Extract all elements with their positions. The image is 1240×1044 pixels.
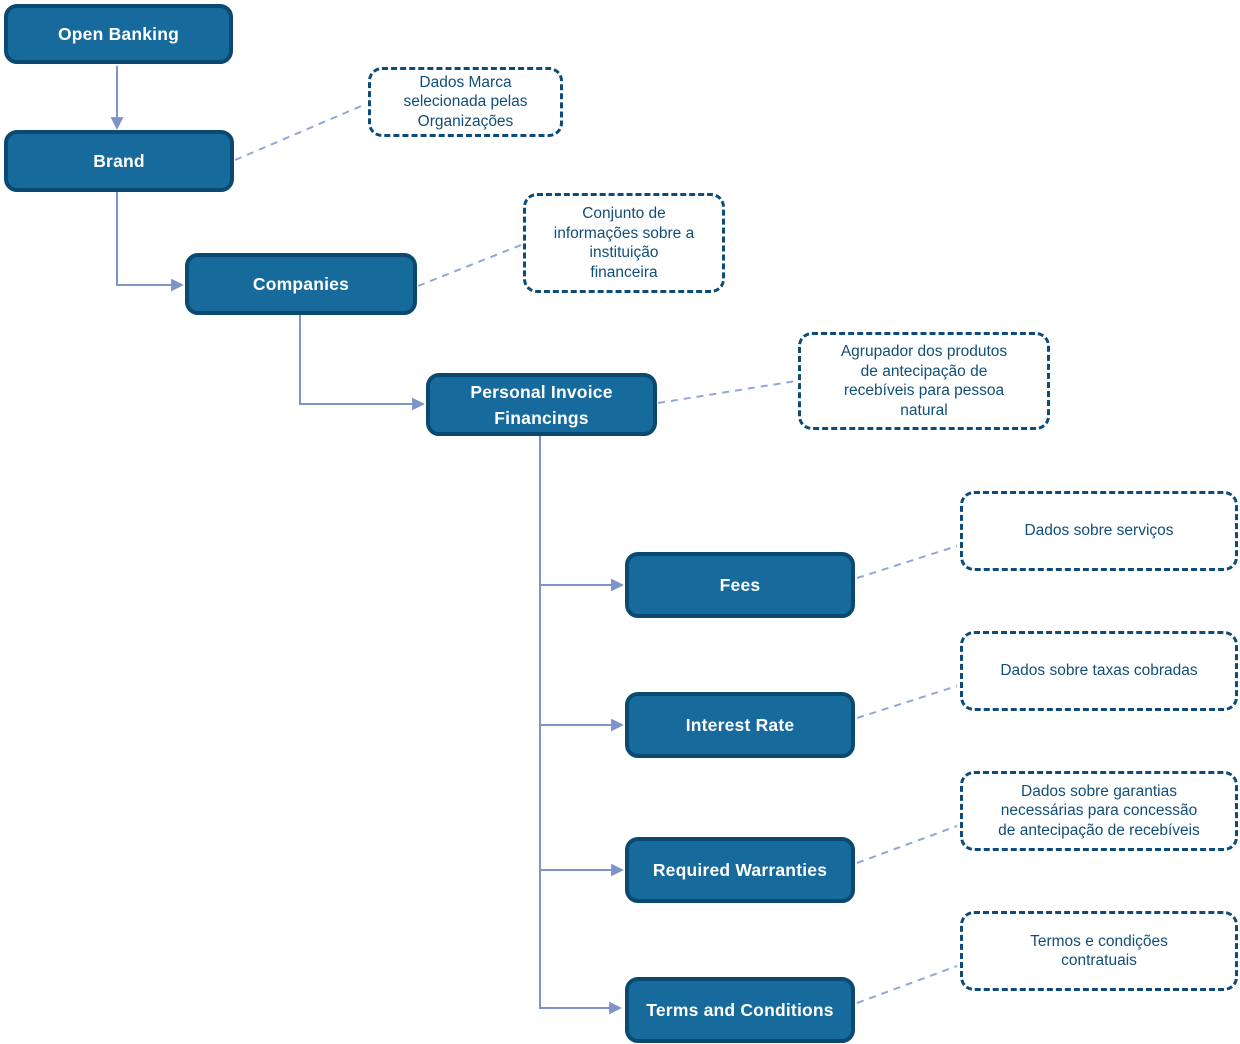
- node-interest-rate-label: Interest Rate: [685, 715, 795, 735]
- connector-trunk-to-terms-and-conditions: [539, 436, 622, 1015]
- dashed-connector-required-warranties-annotation: [856, 825, 958, 864]
- node-open-banking-label: Open Banking: [57, 24, 180, 44]
- annotation-interest-rate: Dados sobre taxas cobradas: [960, 631, 1238, 711]
- annotation-terms-and-conditions: Termos e condições contratuais: [960, 911, 1238, 991]
- node-open-banking: Open Banking: [4, 4, 233, 64]
- annotation-brand: Dados Marca selecionada pelas Organizaçõ…: [368, 67, 563, 137]
- annotation-brand-text: Dados Marca selecionada pelas Organizaçõ…: [403, 73, 528, 130]
- dashed-connector-companies-annotation: [417, 244, 522, 287]
- dashed-connector-brand-annotation: [234, 103, 367, 161]
- dashed-connector-personal-invoice-financings-annotation: [657, 380, 797, 404]
- node-brand-label: Brand: [93, 151, 145, 171]
- annotation-personal-invoice-financings: Agrupador dos produtos de antecipação de…: [798, 332, 1050, 430]
- annotation-interest-rate-text: Dados sobre taxas cobradas: [1000, 662, 1198, 680]
- dashed-connector-fees-annotation: [856, 545, 958, 579]
- node-companies: Companies: [185, 253, 417, 315]
- node-required-warranties-label: Required Warranties: [652, 860, 828, 880]
- node-personal-invoice-financings-label: Personal Invoice Financings: [470, 381, 613, 428]
- node-required-warranties: Required Warranties: [625, 837, 855, 903]
- annotation-required-warranties-text: Dados sobre garantias necessárias para c…: [998, 782, 1200, 839]
- node-terms-and-conditions-label: Terms and Conditions: [646, 1000, 834, 1020]
- node-interest-rate: Interest Rate: [625, 692, 855, 758]
- annotation-required-warranties: Dados sobre garantias necessárias para c…: [960, 771, 1238, 851]
- annotation-companies-text: Conjunto de informações sobre a institui…: [553, 205, 695, 281]
- node-personal-invoice-financings: Personal Invoice Financings: [426, 373, 657, 436]
- connector-brand-to-companies: [116, 192, 184, 292]
- node-companies-label: Companies: [252, 274, 350, 294]
- annotation-fees: Dados sobre serviços: [960, 491, 1238, 571]
- annotation-terms-and-conditions-text: Termos e condições contratuais: [1030, 932, 1168, 970]
- node-fees: Fees: [625, 552, 855, 618]
- annotation-fees-text: Dados sobre serviços: [1024, 522, 1174, 540]
- connector-companies-to-personal-invoice-financings: [299, 315, 425, 411]
- annotation-companies: Conjunto de informações sobre a institui…: [523, 193, 725, 293]
- annotation-personal-invoice-financings-text: Agrupador dos produtos de antecipação de…: [840, 343, 1008, 419]
- node-brand: Brand: [4, 130, 234, 192]
- node-fees-label: Fees: [719, 575, 761, 595]
- dashed-connector-interest-rate-annotation: [856, 685, 958, 719]
- dashed-connector-terms-and-conditions-annotation: [856, 965, 958, 1004]
- node-terms-and-conditions: Terms and Conditions: [625, 977, 855, 1043]
